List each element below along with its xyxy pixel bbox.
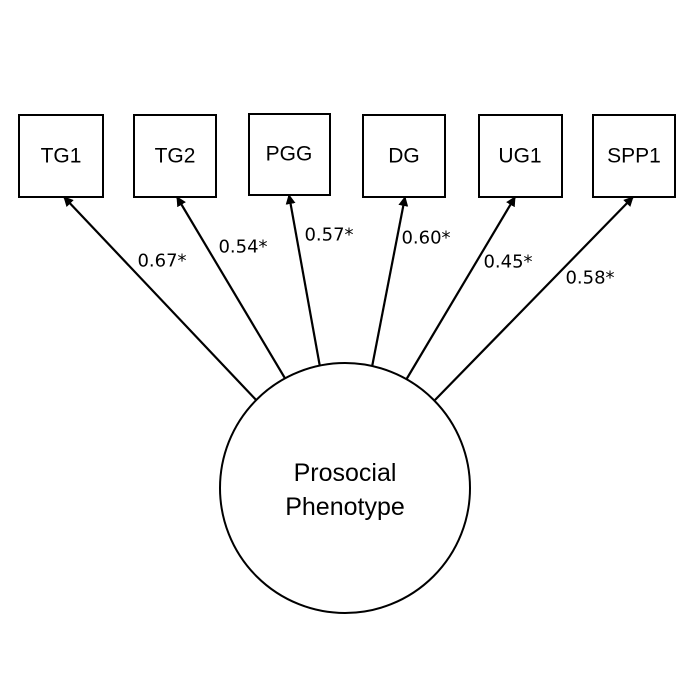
- indicator-label: DG: [388, 145, 420, 168]
- path-arrow-ug1: [405, 196, 516, 381]
- path-arrow-dg: [370, 196, 409, 368]
- indicator-box-pgg: PGG: [248, 113, 331, 196]
- indicator-box-tg1: TG1: [18, 114, 104, 198]
- latent-label-line1: Prosocial: [294, 459, 397, 487]
- loading-label-tg2: 0.54*: [218, 237, 267, 258]
- indicator-label: TG2: [155, 145, 196, 168]
- indicator-label: SPP1: [607, 145, 661, 168]
- loading-label-dg: 0.60*: [401, 228, 450, 249]
- indicator-box-dg: DG: [362, 114, 446, 198]
- loading-label-spp1: 0.58*: [565, 268, 614, 289]
- path-arrow-tg2: [176, 196, 287, 381]
- path-arrow-spp1: [434, 196, 634, 401]
- path-arrow-pgg: [285, 194, 322, 368]
- loading-label-tg1: 0.67*: [137, 251, 186, 272]
- loading-label-pgg: 0.57*: [304, 225, 353, 246]
- path-arrow-tg1: [63, 196, 259, 403]
- indicator-label: UG1: [498, 145, 541, 168]
- indicator-box-tg2: TG2: [133, 114, 217, 198]
- indicator-box-ug1: UG1: [478, 114, 563, 198]
- loading-label-ug1: 0.45*: [483, 252, 532, 273]
- indicator-box-spp1: SPP1: [592, 114, 676, 198]
- indicator-label: PGG: [266, 143, 313, 166]
- latent-label-line2: Phenotype: [285, 493, 405, 521]
- latent-variable-circle: Prosocial Phenotype: [219, 362, 471, 614]
- indicator-label: TG1: [41, 145, 82, 168]
